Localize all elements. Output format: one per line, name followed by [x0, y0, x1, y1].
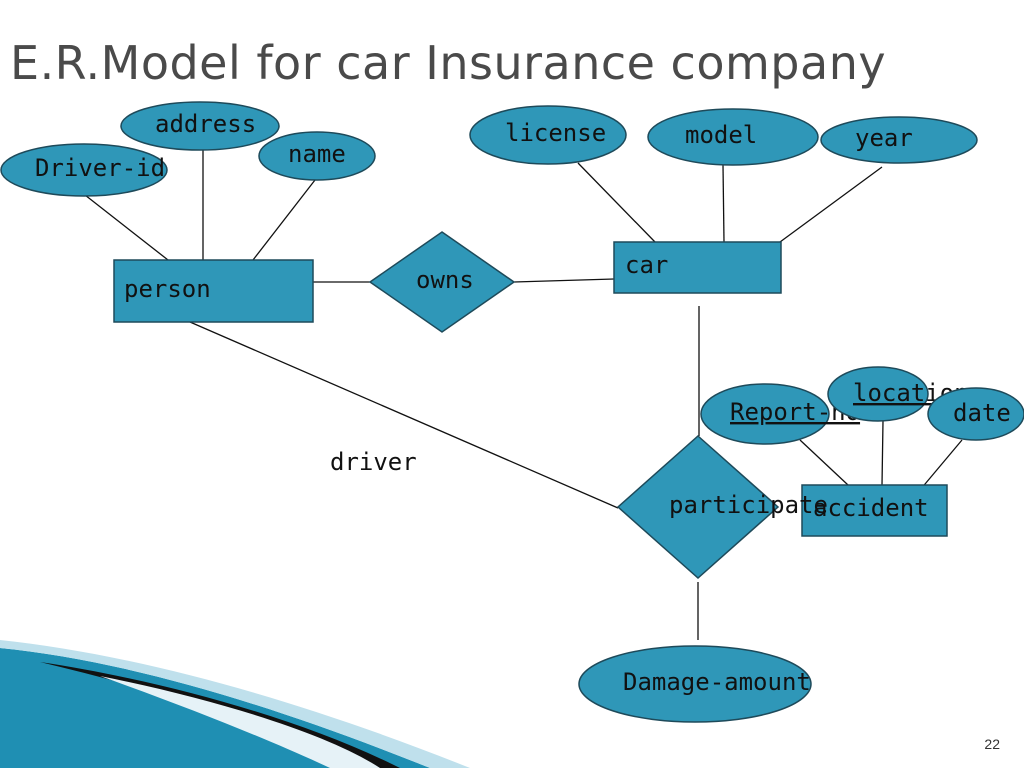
attribute-address-label: address: [155, 110, 256, 138]
attribute-name-label: name: [288, 140, 346, 168]
entity-car: car: [613, 241, 782, 294]
role-label-driver: driver: [330, 448, 417, 476]
attribute-name: name: [258, 131, 376, 181]
entity-person: person: [113, 259, 314, 323]
attribute-report-no: Report-no: [700, 383, 860, 445]
relationship-owns-label: owns: [416, 266, 474, 294]
edge-license-car: [577, 162, 656, 243]
attribute-date-label: date: [953, 399, 1011, 427]
decorative-swoosh: [0, 640, 470, 768]
edge-reportno-accident: [799, 439, 849, 486]
edge-driverid-person: [84, 194, 169, 261]
attribute-damage-amount-label: Damage-amount: [623, 668, 811, 696]
attribute-year: year: [820, 116, 978, 164]
edge-year-car: [779, 166, 883, 243]
entity-car-label: car: [625, 251, 668, 279]
edges: [84, 150, 963, 640]
attribute-model: model: [647, 108, 819, 166]
attribute-address: address: [120, 101, 280, 151]
edge-name-person: [252, 179, 316, 261]
relationship-participate: participate: [616, 434, 828, 580]
relationship-participate-label: participate: [669, 491, 828, 519]
attribute-damage-amount: Damage-amount: [578, 645, 812, 723]
edge-person-participate: [189, 321, 619, 509]
edge-date-accident: [919, 439, 963, 491]
relationship-owns: owns: [368, 231, 516, 333]
attribute-date: date: [927, 387, 1024, 441]
page-number: 22: [984, 736, 1000, 752]
attribute-driver-id: Driver-id: [0, 143, 168, 197]
slide-title: E.R.Model for car Insurance company: [10, 36, 887, 90]
edge-location-accident: [881, 420, 884, 486]
attribute-model-label: model: [685, 121, 757, 149]
attribute-license-label: license: [505, 119, 606, 147]
edge-owns-car: [513, 278, 615, 283]
attribute-year-label: year: [855, 124, 913, 152]
edge-model-car: [722, 164, 725, 243]
attribute-license: license: [469, 105, 627, 165]
attribute-driver-id-label: Driver-id: [35, 154, 165, 182]
entity-person-label: person: [124, 275, 211, 303]
entity-accident: accident: [801, 484, 948, 537]
entity-accident-label: accident: [813, 494, 929, 522]
